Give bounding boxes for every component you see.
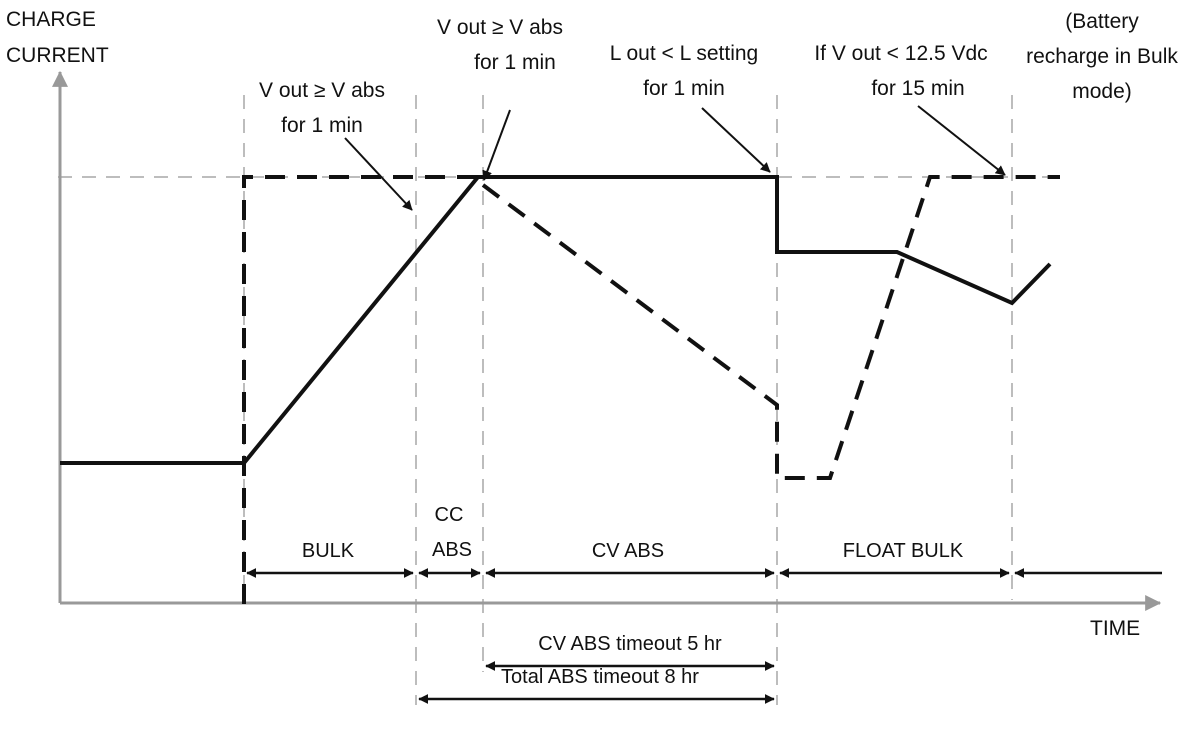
- bulk-end-callout-arrow: [344, 137, 413, 211]
- bulk-end-condition-line1: V out ≥ V abs: [259, 79, 385, 102]
- stage-label-float-bulk: FLOAT BULK: [843, 540, 964, 562]
- dashed-bulk-segment: [242, 175, 478, 604]
- cc-end-condition-line1: V out ≥ V abs: [437, 16, 563, 39]
- float-end-callout-arrow: [917, 105, 1006, 176]
- stage-label-cc-abs-line2: ABS: [432, 539, 472, 561]
- y-axis-label-line1: CHARGE: [6, 8, 96, 31]
- y-axis-label-line2: CURRENT: [6, 44, 109, 67]
- cc-end-callout-arrow: [482, 109, 511, 181]
- stage-label-cv-abs: CV ABS: [592, 540, 664, 562]
- recharge-note-line1: (Battery: [1065, 10, 1139, 33]
- cv-abs-timeout-label: CV ABS timeout 5 hr: [538, 633, 722, 655]
- stage-label-bulk: BULK: [302, 540, 355, 562]
- cv-end-condition-line1: L out < L setting: [610, 42, 758, 65]
- stage-label-cc-abs-line1: CC: [435, 504, 464, 526]
- cv-end-callout-arrow: [701, 107, 771, 173]
- float-end-condition-line1: If V out < 12.5 Vdc: [814, 42, 987, 65]
- dashed-profile-curve: [481, 175, 1060, 480]
- x-axis-label: TIME: [1090, 617, 1140, 640]
- bulk-end-condition-line2: for 1 min: [281, 114, 363, 137]
- recharge-note-line2: recharge in Bulk: [1026, 45, 1178, 68]
- total-abs-timeout-label: Total ABS timeout 8 hr: [501, 666, 699, 688]
- cc-end-condition-line2: for 1 min: [474, 51, 556, 74]
- recharge-note-line3: mode): [1072, 80, 1132, 103]
- solid-profile-curve: [60, 175, 1052, 465]
- cv-end-condition-line2: for 1 min: [643, 77, 725, 100]
- float-end-condition-line2: for 15 min: [871, 77, 964, 100]
